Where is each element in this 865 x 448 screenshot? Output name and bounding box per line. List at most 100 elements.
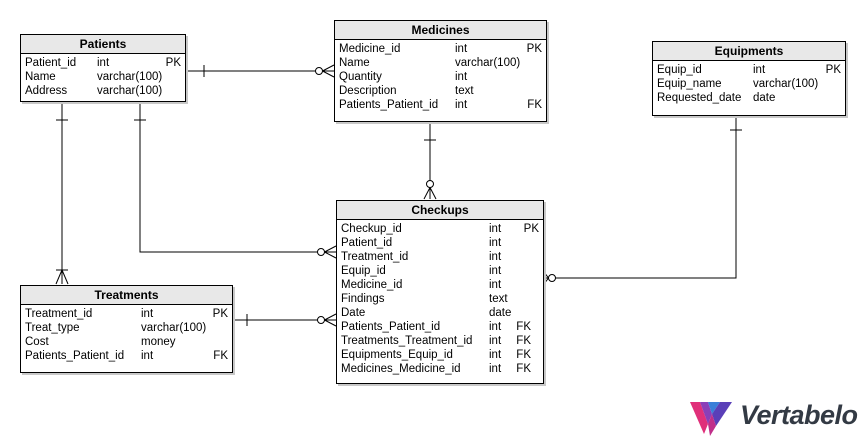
- column-key: FK: [516, 321, 531, 333]
- table-row: Description text: [339, 84, 542, 98]
- rel-equipments-checkups: [543, 116, 742, 285]
- table-row: Patients_Patient_id int FK: [341, 320, 539, 334]
- column-name: Checkup_id: [341, 223, 402, 235]
- column-name: Name: [339, 57, 370, 69]
- column-name: Description: [339, 85, 397, 97]
- column-key: PK: [526, 43, 542, 55]
- table-row: Quantity int: [339, 70, 542, 84]
- column-name: Patients_Patient_id: [25, 350, 125, 362]
- column-type: int: [489, 251, 502, 263]
- table-row: Equipments_Equip_id int FK: [341, 348, 539, 362]
- rel-patients-medicines: [186, 64, 335, 78]
- table-row: Patients_Patient_id int FK: [339, 98, 542, 112]
- column-type: int: [489, 349, 502, 361]
- column-key: PK: [212, 308, 228, 320]
- column-type: int: [489, 265, 502, 277]
- table-row: Medicine_id int: [341, 278, 539, 292]
- column-type: int: [141, 308, 154, 320]
- column-key: FK: [527, 99, 542, 111]
- column-key: FK: [213, 350, 228, 362]
- table-row: Treat_type varchar(100): [25, 321, 228, 335]
- patients-table-title: Patients: [21, 35, 185, 54]
- column-type: int: [489, 321, 502, 333]
- table-row: Date date: [341, 306, 539, 320]
- column-name: Address: [25, 85, 68, 97]
- column-name: Equip_name: [657, 78, 722, 90]
- column-type: money: [141, 336, 176, 348]
- column-name: Date: [341, 307, 366, 319]
- column-name: Quantity: [339, 71, 382, 83]
- table-row: Equip_name varchar(100): [657, 77, 841, 91]
- rel-medicines-checkups: [423, 122, 437, 200]
- column-type: varchar(100): [97, 85, 163, 97]
- column-key: FK: [516, 335, 531, 347]
- column-name: Requested_date: [657, 92, 742, 104]
- column-type: int: [141, 350, 154, 362]
- column-name: Cost: [25, 336, 49, 348]
- table-row: Equip_id int: [341, 264, 539, 278]
- column-name: Equipments_Equip_id: [341, 349, 453, 361]
- column-type: varchar(100): [97, 71, 163, 83]
- table-row: Address varchar(100): [25, 84, 181, 98]
- column-name: Treatment_id: [341, 251, 409, 263]
- column-name: Medicine_id: [341, 279, 403, 291]
- column-name: Patient_id: [25, 57, 77, 69]
- column-type: int: [455, 71, 468, 83]
- column-name: Medicine_id: [339, 43, 401, 55]
- column-type: text: [489, 293, 508, 305]
- column-name: Patient_id: [341, 237, 393, 249]
- column-key: FK: [516, 349, 531, 361]
- column-name: Patients_Patient_id: [339, 99, 439, 111]
- vertabelo-logo-text: Vertabelo: [740, 400, 858, 430]
- column-type: int: [455, 99, 468, 111]
- column-name: Patients_Patient_id: [341, 321, 441, 333]
- checkups-table-title: Checkups: [337, 201, 543, 220]
- column-type: int: [455, 43, 468, 55]
- column-name: Equip_id: [341, 265, 386, 277]
- table-row: Checkup_id int PK: [341, 222, 539, 236]
- rel-treatments-checkups: [233, 313, 337, 327]
- table-row: Patient_id int: [341, 236, 539, 250]
- column-type: text: [455, 85, 474, 97]
- table-row: Medicine_id int PK: [339, 42, 542, 56]
- table-row: Patients_Patient_id int FK: [25, 349, 228, 363]
- table-row: Treatment_id int PK: [25, 307, 228, 321]
- column-type: date: [489, 307, 512, 319]
- column-type: int: [489, 279, 502, 291]
- column-key: PK: [523, 223, 539, 235]
- table-row: Treatment_id int: [341, 250, 539, 264]
- column-type: int: [489, 335, 502, 347]
- column-type: varchar(100): [141, 322, 207, 334]
- column-key: PK: [825, 64, 841, 76]
- medicines-table-title: Medicines: [335, 21, 546, 40]
- column-name: Treatment_id: [25, 308, 93, 320]
- column-key: PK: [165, 57, 181, 69]
- column-name: Name: [25, 71, 56, 83]
- rel-patients-treatments: [55, 102, 69, 285]
- treatments-table-title: Treatments: [21, 286, 232, 305]
- column-type: int: [489, 237, 502, 249]
- column-name: Equip_id: [657, 64, 702, 76]
- column-type: varchar(100): [753, 78, 819, 90]
- column-name: Medicines_Medicine_id: [341, 363, 461, 375]
- column-type: int: [489, 223, 502, 235]
- equipments-table-title: Equipments: [653, 42, 845, 61]
- column-type: int: [489, 363, 502, 375]
- column-key: FK: [516, 363, 531, 375]
- column-name: Treat_type: [25, 322, 80, 334]
